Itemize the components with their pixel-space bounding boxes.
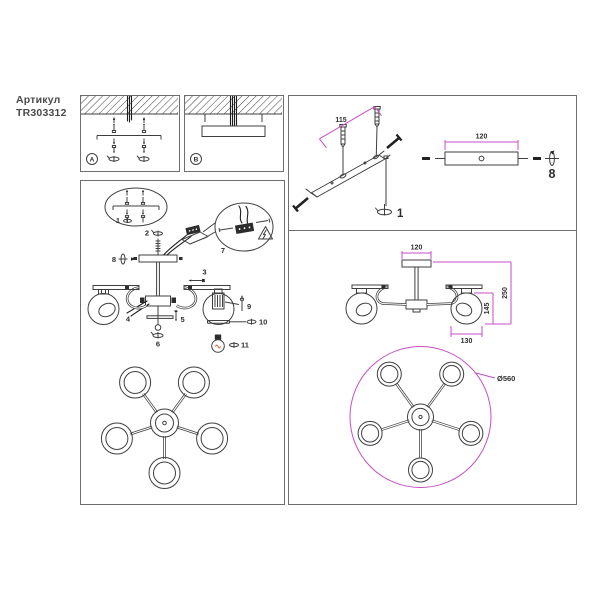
spokes bbox=[129, 393, 200, 459]
panel-b: B bbox=[184, 95, 284, 172]
dimension-label: 250 bbox=[502, 287, 509, 299]
side-view bbox=[345, 259, 483, 325]
top-view bbox=[100, 366, 229, 489]
variant-b-label: B bbox=[194, 156, 199, 163]
glass-shade bbox=[87, 289, 120, 325]
threaded-rod bbox=[155, 238, 161, 255]
panel-a-diagram: A bbox=[81, 96, 178, 165]
screw-icon bbox=[292, 133, 403, 213]
decorative-nut: 2 bbox=[145, 229, 163, 238]
assembly-panel: 1 2 8 bbox=[80, 180, 285, 505]
dimension-label: Ø560 bbox=[497, 374, 515, 383]
step-11-label: 11 bbox=[241, 341, 249, 350]
anchor-twist-icon bbox=[123, 217, 132, 223]
callout-bracket: 1 bbox=[104, 187, 168, 227]
mounting-bracket bbox=[96, 135, 162, 140]
screw-icon: 5 bbox=[174, 310, 185, 324]
anchor-twist-icon bbox=[375, 204, 392, 216]
dimension-canopy-120: 120 bbox=[401, 245, 432, 259]
screw-down-icon bbox=[124, 209, 146, 223]
hub-rings bbox=[407, 403, 434, 431]
power-wires bbox=[126, 96, 133, 123]
spokes bbox=[381, 383, 460, 458]
dimension-115: 115 bbox=[319, 106, 382, 149]
article-block: Артикул TR303312 bbox=[16, 94, 67, 119]
rotate-icon: 8 bbox=[112, 253, 136, 265]
dimension-label: 145 bbox=[484, 303, 491, 315]
shade-rings bbox=[100, 366, 229, 489]
warning-electricity-icon bbox=[258, 226, 273, 240]
screw-icon bbox=[218, 218, 271, 233]
step-6-label: 6 bbox=[156, 340, 160, 349]
step-7-label: 7 bbox=[221, 246, 225, 255]
panel-divider bbox=[289, 229, 576, 231]
dimension-label: 115 bbox=[335, 117, 346, 124]
arm-hub bbox=[140, 295, 176, 325]
glass-shade-socket bbox=[202, 288, 235, 325]
callout-wiring: 7 bbox=[214, 202, 274, 255]
bottom-plate bbox=[146, 315, 174, 331]
panel-b-diagram: B bbox=[185, 96, 282, 165]
ceiling-hatch bbox=[185, 96, 282, 115]
dimension-shade-145: 145 bbox=[474, 292, 494, 324]
dimensions-diagram: 120 250 145 130 bbox=[345, 245, 515, 488]
anchor-twist-icon bbox=[106, 155, 150, 162]
step-8-label: 8 bbox=[112, 255, 116, 264]
panel-a: A bbox=[80, 95, 180, 172]
bracket-3d bbox=[305, 150, 391, 198]
mounting-step-1: 1 bbox=[397, 208, 404, 220]
terminal-block bbox=[181, 222, 216, 245]
screw-up-icon bbox=[124, 189, 146, 205]
center-column bbox=[156, 262, 160, 296]
step-3-label: 3 bbox=[202, 268, 206, 277]
bulb-icon bbox=[211, 334, 225, 353]
bracket-detail-diagram: 1 115 120 bbox=[292, 106, 559, 220]
variant-a-label: A bbox=[90, 156, 95, 163]
screw-down-icon bbox=[111, 138, 147, 154]
step-2-label: 2 bbox=[145, 229, 149, 238]
screw-icon: 3 bbox=[188, 268, 207, 283]
dimension-label: 120 bbox=[411, 245, 423, 252]
left-arm bbox=[92, 285, 148, 310]
rotate-icon bbox=[545, 150, 559, 166]
step-1-label: 1 bbox=[116, 216, 120, 225]
hub-rings bbox=[150, 408, 179, 438]
variant-a-badge: A bbox=[86, 153, 98, 165]
step-9-label: 9 bbox=[247, 302, 251, 311]
supply-wires bbox=[163, 233, 192, 256]
anchor-twist-icon: 11 bbox=[229, 341, 249, 350]
canopy bbox=[133, 254, 183, 263]
shade-rings bbox=[357, 361, 484, 483]
anchor-twist-icon: 10 bbox=[230, 317, 267, 326]
right-arm bbox=[175, 285, 231, 310]
dimension-label: 130 bbox=[461, 338, 473, 345]
screw-icon: 9 bbox=[224, 295, 251, 311]
step-10-label: 10 bbox=[259, 317, 267, 326]
assembly-diagram: 1 2 8 bbox=[87, 187, 274, 489]
screw-up-icon bbox=[111, 116, 147, 133]
dimension-label: 120 bbox=[476, 134, 488, 141]
article-code: TR303312 bbox=[16, 106, 67, 119]
mounted-bracket bbox=[201, 114, 266, 137]
dimension-height-250: 250 bbox=[433, 261, 512, 325]
anchor-twist-icon: 6 bbox=[150, 331, 164, 349]
right-column: 1 115 120 bbox=[288, 95, 577, 505]
mounting-step-8: 8 bbox=[549, 167, 556, 181]
step-5-label: 5 bbox=[181, 315, 185, 324]
bracket-side-view bbox=[422, 151, 541, 166]
wall-plug-icon bbox=[339, 124, 347, 174]
step-4-label: 4 bbox=[126, 315, 131, 324]
variant-b-badge: B bbox=[190, 153, 202, 165]
power-wires bbox=[229, 96, 238, 127]
top-view-diameter: Ø560 bbox=[349, 346, 515, 488]
dimension-shade-130: 130 bbox=[450, 326, 483, 345]
long-screw bbox=[383, 155, 389, 206]
wall-plug-icon bbox=[373, 106, 381, 156]
article-label: Артикул bbox=[16, 94, 61, 106]
dimension-120: 120 bbox=[444, 134, 519, 150]
